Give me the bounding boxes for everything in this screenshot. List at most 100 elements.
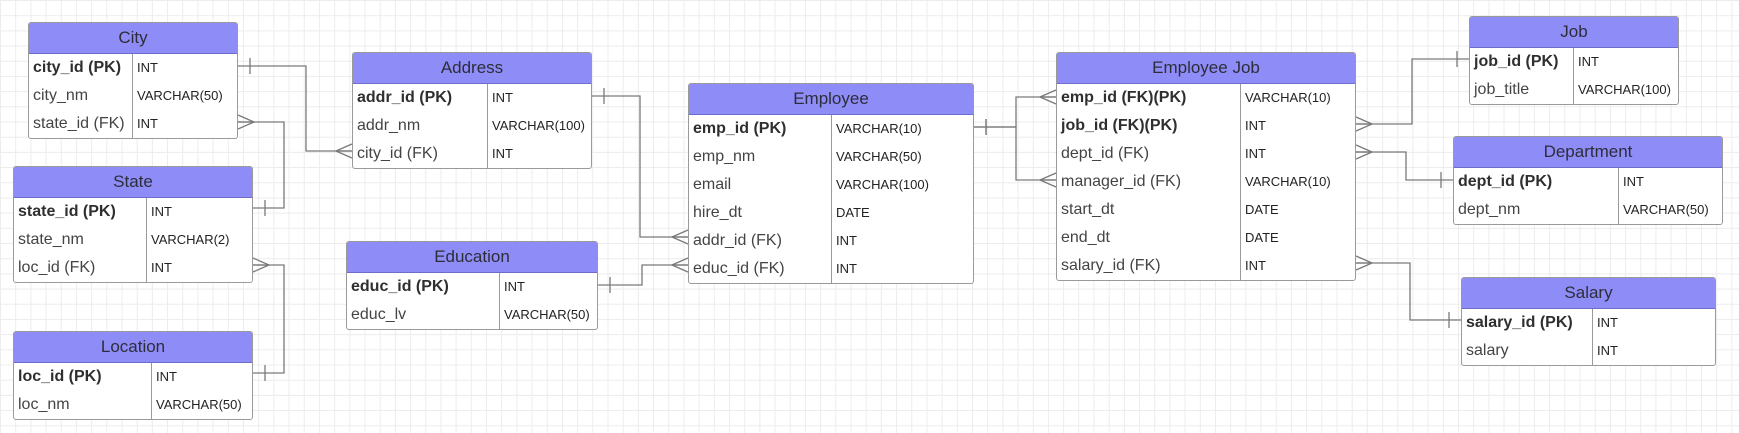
crows-foot-marker: [1039, 172, 1057, 181]
table-row[interactable]: state_id (PK) INT: [14, 198, 252, 226]
column-name: job_title: [1470, 76, 1574, 104]
column-name: state_id (PK): [14, 198, 147, 226]
table-row[interactable]: state_id (FK)INT: [29, 110, 237, 138]
column-type: INT: [1245, 146, 1266, 161]
table-row[interactable]: dept_id (FK) INT: [1057, 140, 1355, 168]
column-type: INT: [156, 369, 177, 384]
column-name: salary_id (FK): [1057, 252, 1241, 280]
relationship-employee-empjob-manager: [974, 119, 1057, 188]
crows-foot-marker: [1355, 262, 1373, 271]
column-type: VARCHAR(50): [156, 397, 242, 412]
column-type: VARCHAR(10): [1245, 90, 1331, 105]
table-row[interactable]: educ_id (FK)INT: [689, 255, 973, 283]
table-row[interactable]: addr_id (PK)INT: [353, 84, 591, 112]
crows-foot-marker: [671, 264, 689, 273]
column-type: INT: [151, 260, 172, 275]
crows-foot-marker: [1355, 144, 1373, 153]
table-row[interactable]: emp_id (FK)(PK) VARCHAR(10): [1057, 84, 1355, 112]
relationship-line[interactable]: [238, 121, 285, 209]
entity-title: Education: [347, 242, 597, 273]
table-row[interactable]: loc_id (FK)INT: [14, 254, 252, 282]
column-name: city_id (FK): [353, 140, 488, 168]
table-row[interactable]: dept_nm VARCHAR(50): [1454, 196, 1722, 224]
crows-foot-marker: [1039, 96, 1057, 105]
relationship-line[interactable]: [1356, 151, 1453, 181]
column-name: dept_nm: [1454, 196, 1619, 224]
relationship-education-employee: [598, 257, 689, 293]
table-row[interactable]: addr_id (FK)INT: [689, 227, 973, 255]
relationship-job-empjob: [1355, 51, 1469, 132]
relationship-line[interactable]: [253, 264, 285, 374]
crows-foot-marker: [335, 143, 353, 152]
table-row[interactable]: salary_id (FK)INT: [1057, 252, 1355, 280]
column-name: end_dt: [1057, 224, 1241, 252]
crows-foot-marker: [671, 236, 689, 245]
column-name: loc_nm: [14, 391, 152, 419]
relationship-address-employee: [592, 88, 689, 245]
relationship-line[interactable]: [592, 95, 688, 238]
table-row[interactable]: dept_id (PK)INT: [1454, 168, 1722, 196]
relationship-line[interactable]: [1356, 262, 1461, 321]
column-type: VARCHAR(100): [836, 177, 929, 192]
crows-foot-marker: [1355, 255, 1373, 264]
column-name: dept_id (FK): [1057, 140, 1241, 168]
relationship-line[interactable]: [238, 65, 352, 152]
table-row[interactable]: salary_id (PK)INT: [1462, 309, 1715, 337]
column-name: educ_lv: [347, 301, 500, 329]
relationship-line[interactable]: [1356, 58, 1469, 125]
crows-foot-marker: [1355, 151, 1373, 160]
column-name: salary: [1462, 337, 1593, 365]
table-row[interactable]: city_id (PK)INT: [29, 54, 237, 82]
column-type: INT: [137, 116, 158, 131]
table-row[interactable]: city_id (FK)INT: [353, 140, 591, 168]
entity-title: Location: [14, 332, 252, 363]
column-type: INT: [1578, 54, 1599, 69]
column-name: dept_id (PK): [1454, 168, 1619, 196]
column-type: INT: [1245, 118, 1266, 133]
column-name: emp_nm: [689, 143, 832, 171]
column-type: INT: [151, 204, 172, 219]
column-type: VARCHAR(50): [1623, 202, 1709, 217]
crows-foot-marker: [1355, 116, 1373, 125]
table-row[interactable]: educ_id (PK)INT: [347, 273, 597, 301]
table-row[interactable]: job_id (FK)(PK)INT: [1057, 112, 1355, 140]
entity-title: State: [14, 167, 252, 198]
table-row[interactable]: loc_nm VARCHAR(50): [14, 391, 252, 419]
entity-title: Employee Job: [1057, 53, 1355, 84]
table-row[interactable]: loc_id (PK)INT: [14, 363, 252, 391]
column-type: VARCHAR(50): [504, 307, 590, 322]
table-row[interactable]: educ_lv VARCHAR(50): [347, 301, 597, 329]
column-type: VARCHAR(2): [151, 232, 230, 247]
relationship-line[interactable]: [598, 264, 688, 286]
column-type: DATE: [1245, 230, 1279, 245]
table-row[interactable]: manager_id (FK)VARCHAR(10): [1057, 168, 1355, 196]
entity-title: City: [29, 23, 237, 54]
column-name: emp_id (FK)(PK): [1057, 84, 1241, 112]
table-row[interactable]: job_id (PK)INT: [1470, 48, 1678, 76]
table-row[interactable]: end_dt DATE: [1057, 224, 1355, 252]
table-row[interactable]: emp_id (PK)VARCHAR(10): [689, 115, 973, 143]
entity-title: Salary: [1462, 278, 1715, 309]
relationship-line[interactable]: [974, 126, 1056, 181]
crows-foot-marker: [1039, 89, 1057, 98]
